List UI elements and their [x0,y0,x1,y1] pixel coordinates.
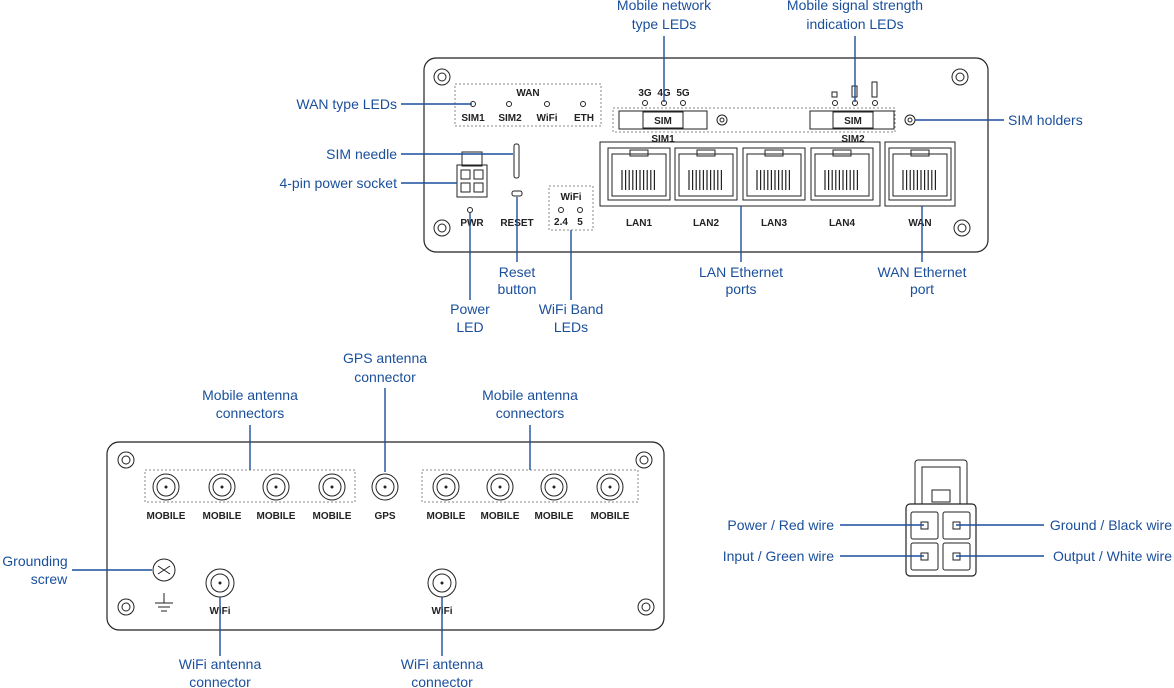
callout-reset-l2: button [498,281,537,297]
callout-grounding-l1: Grounding [2,553,67,569]
mobile-connector-6[interactable] [432,473,460,501]
sim2-label: SIM2 [841,134,865,145]
sim1-slot[interactable]: SIM [618,110,708,130]
sim-needle[interactable] [513,143,520,179]
callout-wifi-band-l2: LEDs [554,319,588,335]
wifi-24-label: 2.4 [554,217,568,228]
wan-leds-title: WAN [516,88,539,99]
lan-port-1[interactable] [607,147,671,201]
rear-callouts: GPS antenna connector Mobile antenna con… [2,350,578,688]
connector-label: MOBILE [147,511,186,522]
callout-grounding-l2: screw [31,571,68,587]
mobile-connector-8[interactable] [540,473,568,501]
lan-port-2[interactable] [674,147,738,201]
sim1-label: SIM1 [651,134,675,145]
led-3g-label: 3G [638,88,652,99]
callout-wifi2-l1: WiFi antenna [401,656,484,672]
connector-label: MOBILE [313,511,352,522]
mobile-connector-2[interactable] [208,473,236,501]
wan-led-sim1: SIM1 [461,113,485,124]
lan-port-3[interactable] [742,147,806,201]
wan-ethernet-port[interactable] [888,147,952,201]
wifi-band-title: WiFi [560,192,581,203]
front-callouts: Mobile network type LEDs Mobile signal s… [279,0,1082,335]
callout-wifi-band-l1: WiFi Band [539,301,604,317]
lan-port-4[interactable] [810,147,874,201]
svg-text:SIM: SIM [654,116,672,127]
callout-mobile-right-l2: connectors [496,405,564,421]
mobile-connector-9[interactable] [596,473,624,501]
ground-symbol-icon [155,593,173,612]
front-screw-icon [433,68,971,237]
wan-port-label: WAN [908,218,931,229]
wifi-24-led [558,207,564,213]
callout-power-led-l1: Power [450,301,490,317]
network-led-group [642,100,686,106]
connector-label: MOBILE [535,511,574,522]
power-connector-pinout: Power / Red wire Input / Green wire Grou… [723,459,1172,577]
callout-signal-l1: Mobile signal strength [787,0,923,13]
rear-panel: MOBILE MOBILE MOBILE MOBILE GPS MOBILE MOBILE M… [106,441,665,631]
rear-screw-icon [117,451,655,616]
connector-label: GPS [374,511,395,522]
mobile-connector-7[interactable] [486,473,514,501]
callout-input-green: Input / Green wire [723,548,834,564]
callout-gps-l1: GPS antenna [343,350,427,366]
callout-power-led-l2: LED [456,319,483,335]
callout-mobile-left-l1: Mobile antenna [202,387,298,403]
callout-sim-holders: SIM holders [1008,112,1083,128]
callout-mobile-left-l2: connectors [216,405,284,421]
lan3-label: LAN3 [761,218,788,229]
callout-power-socket: 4-pin power socket [279,175,397,191]
led-5g-label: 5G [676,88,690,99]
callout-wan-port-l1: WAN Ethernet [878,264,967,280]
callout-signal-l2: indication LEDs [806,16,903,32]
lan1-label: LAN1 [626,218,653,229]
power-socket[interactable] [456,151,488,198]
callout-wan-leds: WAN type LEDs [296,96,397,112]
wifi-5-label: 5 [577,217,583,228]
wan-led-eth: ETH [574,113,594,124]
pwr-label: PWR [460,218,484,229]
connector-label: MOBILE [257,511,296,522]
sim2-slot[interactable]: SIM [809,110,895,130]
svg-text:SIM: SIM [844,116,862,127]
lan2-label: LAN2 [693,218,720,229]
power-led [467,207,473,213]
callout-wifi1-l1: WiFi antenna [179,656,262,672]
callout-lan-l2: ports [725,281,756,297]
callout-sim-needle: SIM needle [326,146,397,162]
grounding-screw-icon[interactable] [152,558,176,582]
callout-power-red: Power / Red wire [727,517,834,533]
callout-wifi1-l2: connector [189,674,251,688]
mobile-connector-1[interactable] [152,473,180,501]
wan-led-wifi: WiFi [536,113,557,124]
callout-mobile-right-l1: Mobile antenna [482,387,578,403]
sim-eject-icon[interactable] [716,114,728,126]
callout-wan-port-l2: port [910,281,934,297]
wifi-5-led [577,207,583,213]
connector-label: MOBILE [481,511,520,522]
connector-label: MOBILE [203,511,242,522]
front-panel: WAN SIM1 SIM2 WiFi ETH 3G 4G 5G SIM [423,57,989,253]
callout-mobile-network-l1: Mobile network [617,0,712,13]
reset-button[interactable] [511,190,523,197]
lan4-label: LAN4 [829,218,856,229]
callout-lan-l1: LAN Ethernet [699,264,783,280]
gps-connector[interactable] [371,473,399,501]
mobile-connector-3[interactable] [262,473,290,501]
mobile-connector-4[interactable] [318,473,346,501]
callout-ground-black: Ground / Black wire [1050,517,1172,533]
callout-output-white: Output / White wire [1053,548,1172,564]
callout-reset-l1: Reset [499,264,536,280]
callout-gps-l2: connector [354,369,416,385]
callout-mobile-network-l2: type LEDs [632,16,697,32]
wan-led-sim2: SIM2 [498,113,522,124]
connector-label: MOBILE [591,511,630,522]
callout-wifi2-l2: connector [411,674,473,688]
connector-label: MOBILE [427,511,466,522]
